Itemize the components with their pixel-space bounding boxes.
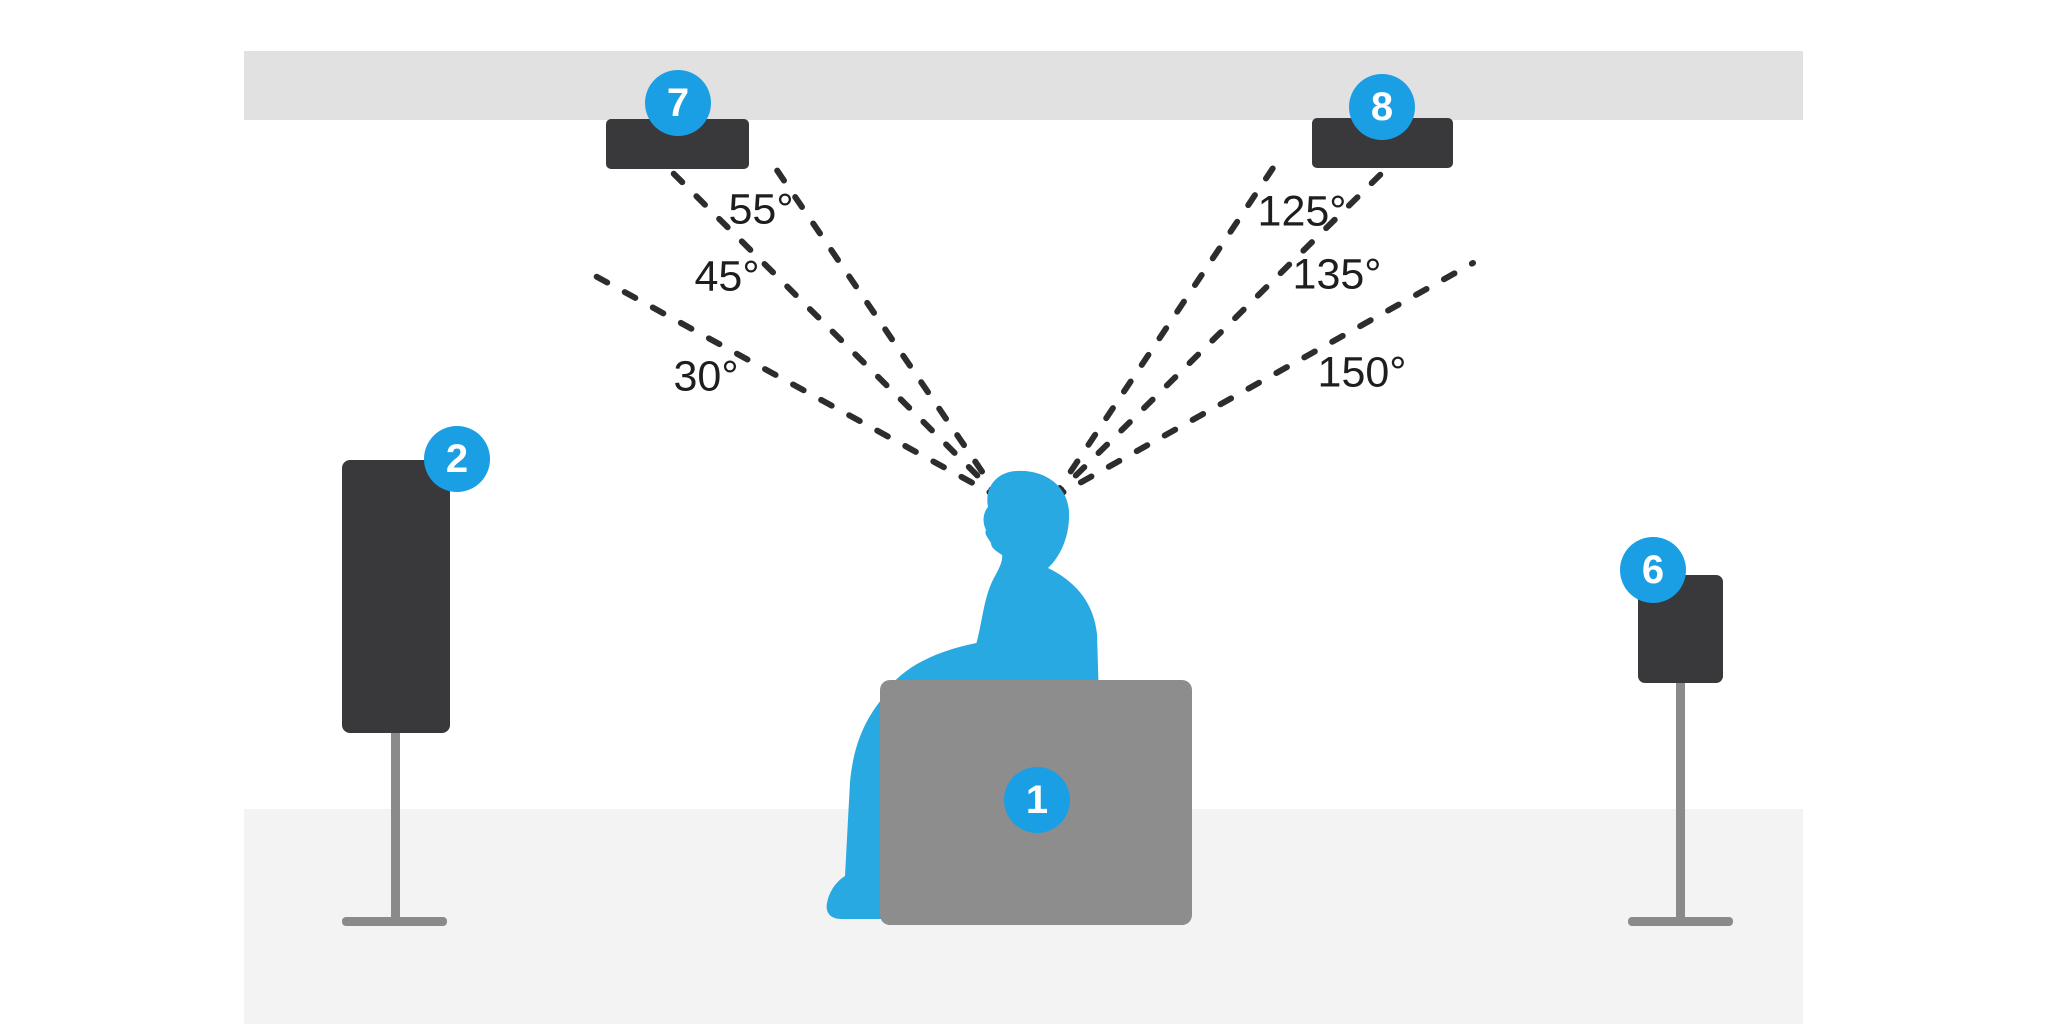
- angle-label-125: 125°: [1257, 187, 1347, 236]
- speaker-stand-base: [1628, 917, 1733, 926]
- angle-line-45-icon: [669, 169, 1003, 501]
- angle-line-135-icon: [1050, 167, 1388, 501]
- angle-label-30: 30°: [673, 352, 739, 401]
- angle-line-125-icon: [1050, 159, 1280, 501]
- angle-lines-group: [585, 157, 1476, 501]
- angle-label-55: 55°: [728, 185, 794, 234]
- listener-head-torso-shape: [960, 470, 1099, 700]
- angle-label-45: 45°: [694, 252, 760, 301]
- speaker-stand-pole: [1676, 683, 1685, 925]
- ceiling-band: [244, 51, 1803, 120]
- angle-line-55-icon: [767, 157, 1003, 501]
- ceiling-speaker-front: [606, 119, 749, 169]
- ceiling-speaker-rear: [1312, 118, 1453, 168]
- badge-ceiling-front: 7: [645, 70, 711, 136]
- speaker-cabinet: [342, 460, 450, 733]
- speaker-stand-pole: [391, 733, 400, 925]
- badge-floorstanding-left: 2: [424, 426, 490, 492]
- floorstanding-speaker-left: [342, 460, 450, 926]
- badge-surround-right: 6: [1620, 537, 1686, 603]
- badge-sofa-listener: 1: [1004, 767, 1070, 833]
- angle-label-150: 150°: [1317, 348, 1407, 397]
- angle-line-30-icon: [585, 269, 1003, 501]
- angle-label-135: 135°: [1292, 250, 1382, 299]
- badge-ceiling-rear: 8: [1349, 74, 1415, 140]
- speaker-stand-base: [342, 917, 447, 926]
- angle-line-150-icon: [1050, 260, 1476, 501]
